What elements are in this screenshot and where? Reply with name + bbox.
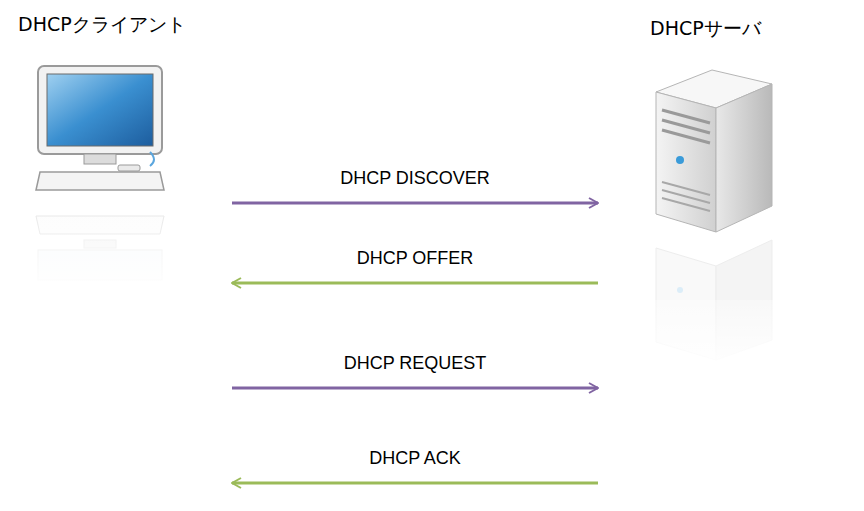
message-arrow	[232, 282, 598, 285]
message-label: DHCP DISCOVER	[337, 168, 493, 189]
reflection-fade	[30, 212, 170, 292]
message-arrow	[232, 202, 598, 205]
reflection-fade	[650, 300, 780, 370]
message-label: DHCP ACK	[366, 448, 464, 469]
message-arrow	[232, 387, 598, 390]
server-icon	[656, 70, 772, 232]
node-label: DHCPクライアント	[18, 12, 186, 38]
client-node: DHCPクライアント	[10, 4, 232, 504]
message-arrow	[232, 482, 598, 485]
message-label: DHCP REQUEST	[341, 353, 490, 374]
node-label: DHCPサーバ	[650, 16, 761, 42]
server-node: DHCPサーバ	[598, 4, 854, 504]
message-label: DHCP OFFER	[354, 248, 477, 269]
computer-icon	[36, 66, 164, 190]
